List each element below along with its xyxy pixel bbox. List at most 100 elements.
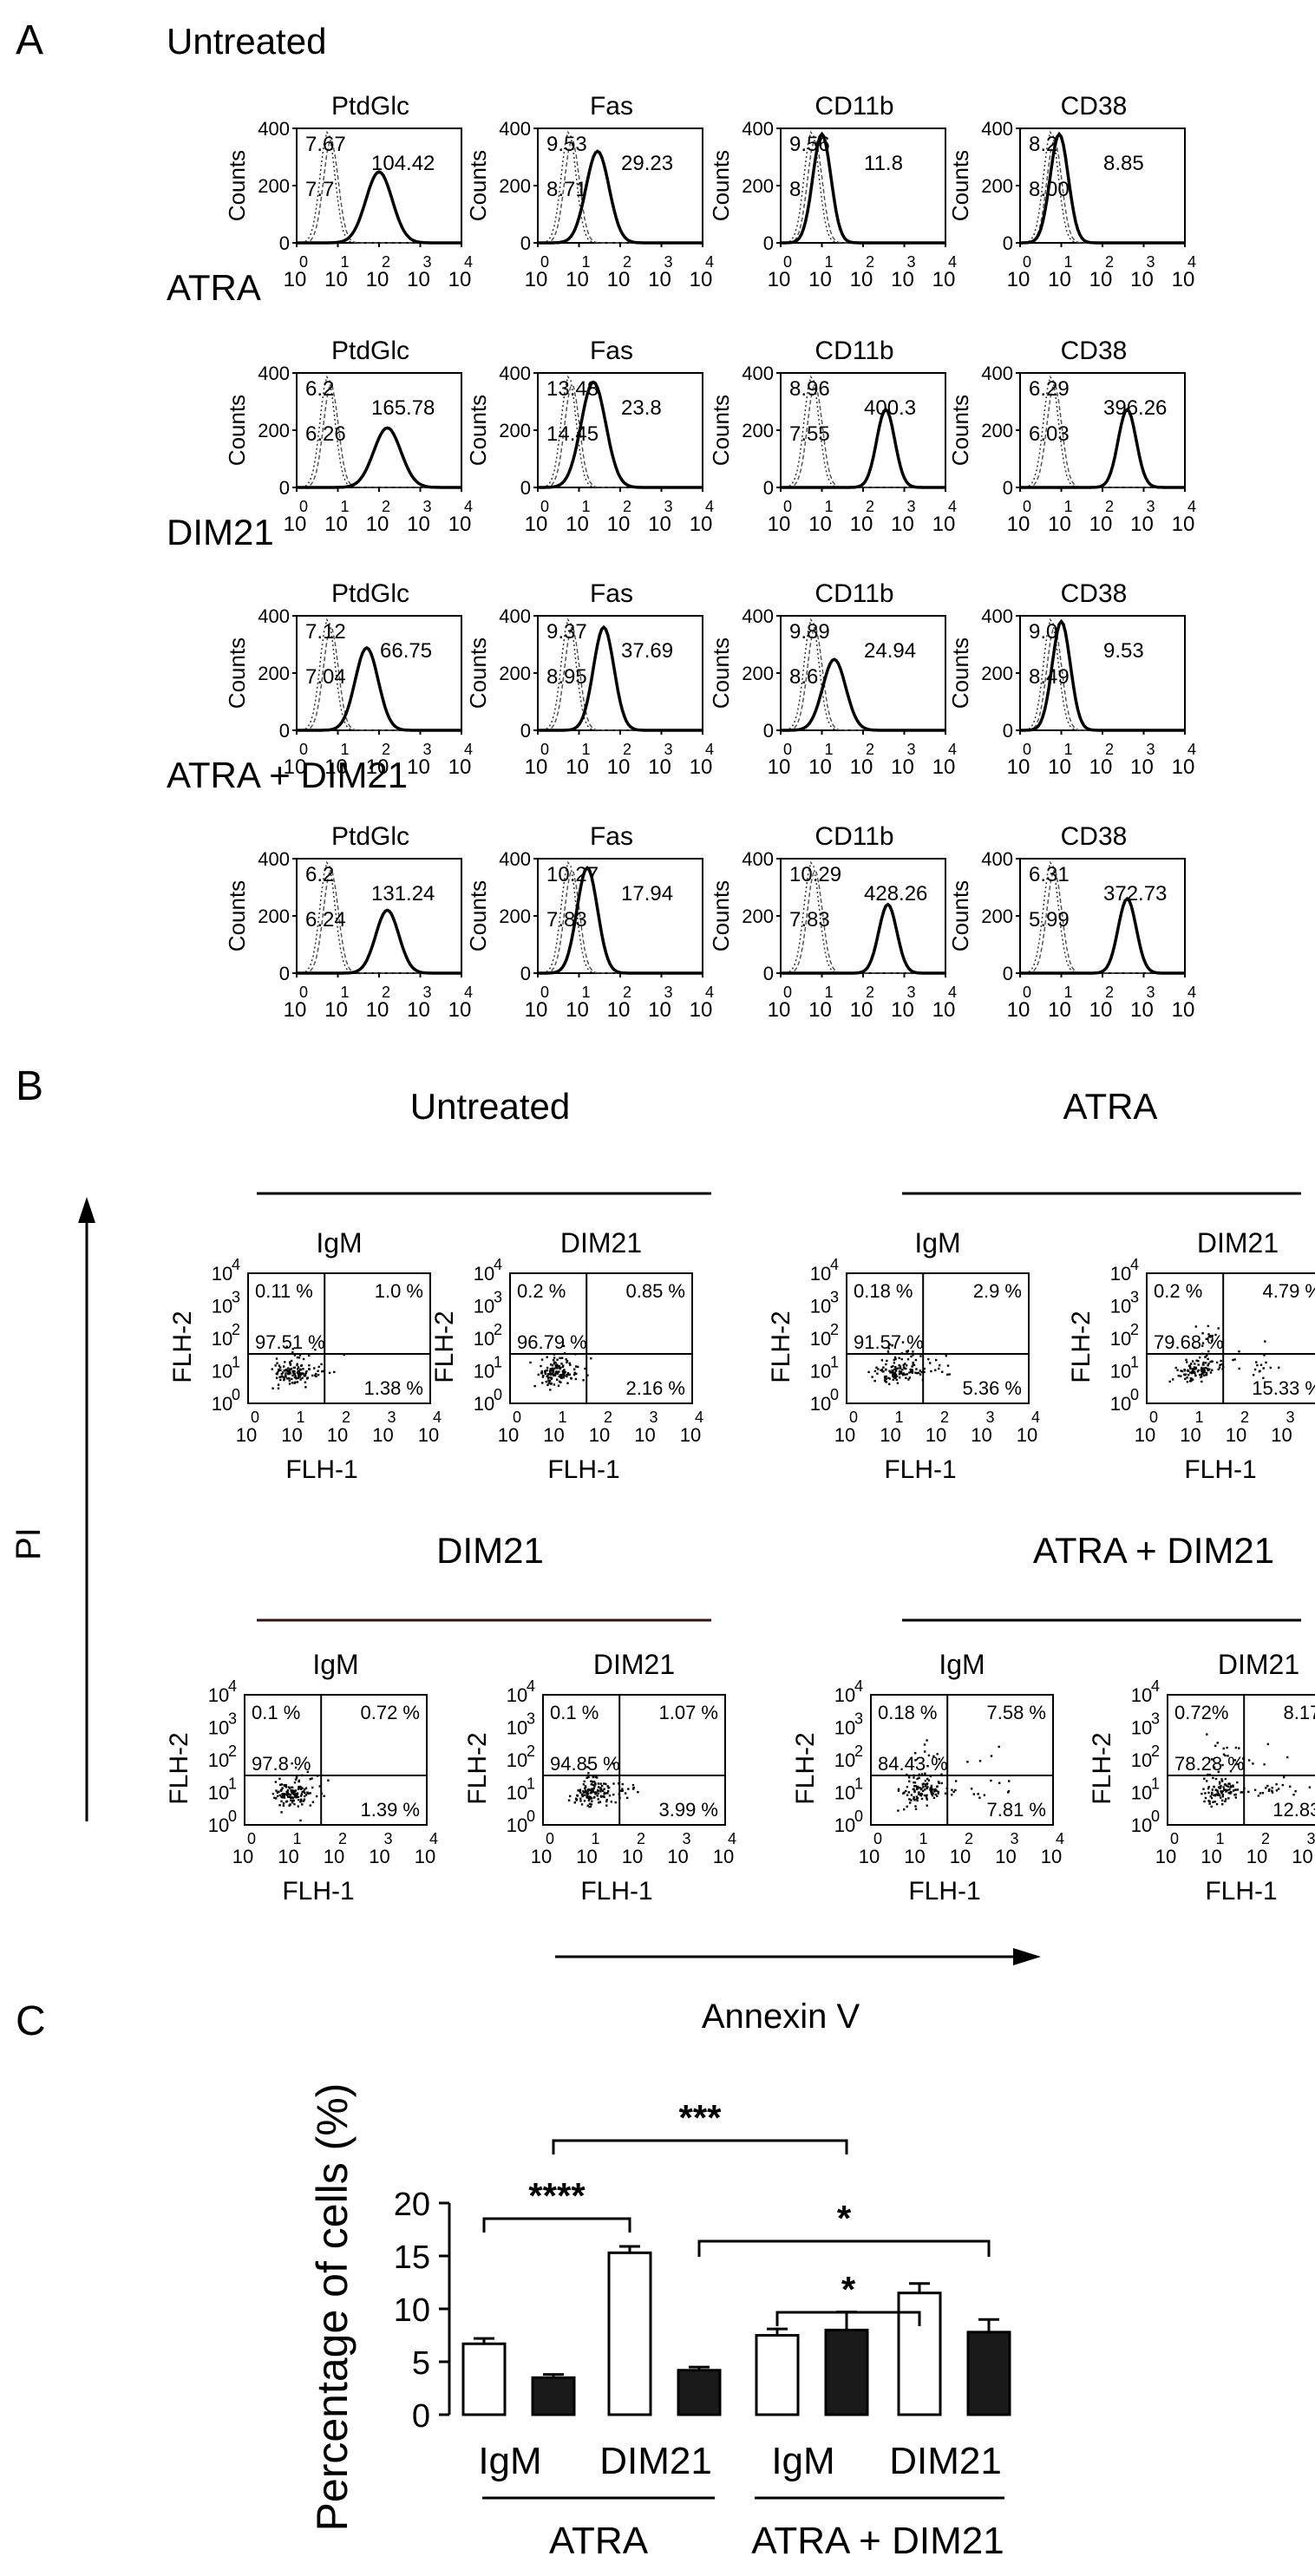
event-dot xyxy=(998,1782,1001,1784)
panel-label-c: C xyxy=(16,1998,46,2044)
event-dot xyxy=(904,1363,906,1365)
column-title: PtdGlc xyxy=(331,579,409,608)
event-dot xyxy=(1207,1787,1210,1790)
event-dot xyxy=(277,1383,280,1386)
event-dot xyxy=(915,1368,918,1370)
isotype-value-top: 13.48 xyxy=(546,377,599,401)
plot-title: IgM xyxy=(939,1649,985,1680)
x-tick-base: 10 xyxy=(690,998,713,1022)
event-dot xyxy=(621,1788,624,1790)
y-tick-exponent: 4 xyxy=(232,1256,240,1273)
plot-title: DIM21 xyxy=(560,1227,642,1259)
event-dot xyxy=(591,1800,593,1803)
event-dot xyxy=(314,1348,317,1351)
event-dot xyxy=(924,1785,927,1788)
event-dot xyxy=(1217,1770,1220,1773)
event-dot xyxy=(327,1779,330,1782)
event-dot xyxy=(274,1364,277,1367)
quadrant-upper-right-value: 7.58 % xyxy=(987,1702,1047,1723)
x-tick-base: 10 xyxy=(1089,513,1113,536)
event-dot xyxy=(923,1788,926,1791)
event-dot xyxy=(289,1794,292,1796)
event-dot xyxy=(294,1381,297,1383)
histogram-plot: CD38Counts02004000101102103104109.08.499… xyxy=(947,579,1196,779)
event-dot xyxy=(945,1355,947,1357)
significance-label: * xyxy=(837,2198,852,2239)
y-tick-base: 10 xyxy=(1131,1684,1152,1706)
y-axis-label: Counts xyxy=(947,395,973,466)
histogram-plot: FasCounts020040001011021031041010.277.83… xyxy=(465,822,714,1022)
event-dot xyxy=(582,1379,585,1382)
bar xyxy=(824,2328,869,2416)
event-dot xyxy=(605,1782,607,1786)
isotype-value-top: 6.2 xyxy=(305,377,334,401)
y-tick-label: 0 xyxy=(279,477,290,499)
event-dot xyxy=(1252,1374,1255,1376)
y-axis-label: FLH-2 xyxy=(430,1311,459,1383)
x-tick-base: 10 xyxy=(713,1846,734,1867)
event-dot xyxy=(880,1359,884,1362)
quadrant-lower-right-value: 1.39 % xyxy=(361,1799,421,1821)
x-tick-exponent: 4 xyxy=(948,253,957,271)
y-tick-exponent: 4 xyxy=(1151,1677,1160,1695)
event-dot xyxy=(897,1809,900,1812)
event-dot xyxy=(926,1796,928,1800)
x-tick-exponent: 1 xyxy=(1063,253,1072,271)
event-dot xyxy=(291,1370,294,1372)
event-dot xyxy=(568,1362,571,1364)
y-tick-base: 10 xyxy=(208,1782,229,1804)
event-dot xyxy=(1207,1774,1209,1776)
x-tick-base: 10 xyxy=(622,1846,643,1867)
y-tick-base: 10 xyxy=(810,1263,831,1285)
x-tick-base: 10 xyxy=(904,1846,925,1867)
x-tick-exponent: 2 xyxy=(604,1409,612,1426)
x-tick-base: 10 xyxy=(448,268,472,291)
group-label: ATRA xyxy=(549,2520,649,2562)
plot-frame xyxy=(244,1694,428,1826)
quadrant-upper-right-value: 1.0 % xyxy=(375,1280,423,1302)
event-dot xyxy=(313,1367,316,1370)
y-tick-label: 0 xyxy=(412,2398,430,2435)
event-dot xyxy=(553,1374,557,1376)
event-dot xyxy=(1204,1796,1207,1800)
x-tick-exponent: 1 xyxy=(296,1409,304,1426)
event-dot xyxy=(621,1789,624,1792)
event-dot xyxy=(631,1783,635,1787)
event-dot xyxy=(1220,1780,1224,1782)
event-dot xyxy=(597,1792,599,1795)
quadrant-lower-left-value: 78.28 % xyxy=(1174,1753,1245,1775)
event-dot xyxy=(1204,1362,1207,1364)
stained-value: 8.85 xyxy=(1103,152,1144,175)
event-dot xyxy=(1201,1342,1205,1344)
y-tick-base: 10 xyxy=(212,1393,232,1415)
event-dot xyxy=(905,1376,907,1379)
event-dot xyxy=(553,1353,555,1356)
event-dot xyxy=(946,1373,949,1376)
x-tick-base: 10 xyxy=(1089,998,1113,1022)
event-dot xyxy=(908,1371,911,1374)
x-tick-base: 10 xyxy=(607,268,631,291)
event-dot xyxy=(275,1357,278,1360)
y-tick-exponent: 0 xyxy=(830,1386,839,1403)
significance-label: *** xyxy=(678,2097,722,2138)
x-tick-base: 10 xyxy=(648,268,671,291)
event-dot xyxy=(579,1789,581,1793)
event-dot xyxy=(916,1372,919,1375)
event-dot xyxy=(559,1374,562,1376)
x-tick-exponent: 1 xyxy=(340,984,349,1001)
y-tick-label: 200 xyxy=(499,906,531,927)
isotype-value-bottom: 14.45 xyxy=(546,422,599,446)
event-dot xyxy=(556,1371,559,1374)
event-dot xyxy=(885,1375,887,1378)
x-tick-exponent: 0 xyxy=(299,253,308,271)
event-dot xyxy=(276,1371,279,1374)
event-dot xyxy=(901,1341,905,1344)
event-dot xyxy=(318,1785,321,1788)
event-dot xyxy=(1196,1370,1200,1373)
event-dot xyxy=(1308,1786,1312,1788)
x-tick-exponent: 4 xyxy=(705,984,714,1001)
x-tick-exponent: 4 xyxy=(1056,1830,1064,1847)
event-dot xyxy=(580,1803,584,1806)
